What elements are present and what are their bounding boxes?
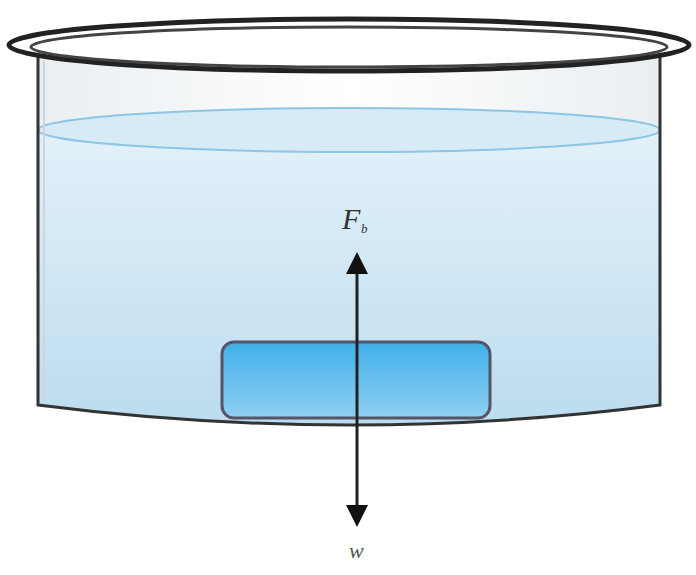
- weight-label: w: [349, 540, 364, 562]
- force-line: [356, 272, 359, 505]
- water-surface: [38, 108, 660, 152]
- glass-body: [38, 48, 660, 425]
- wall-highlight: [43, 60, 45, 400]
- beaker-wall: [38, 48, 660, 425]
- weight-arrowhead: [346, 505, 368, 527]
- beaker-rim-inner: [31, 27, 667, 67]
- beaker-rim: [9, 19, 689, 71]
- force-label: b: [361, 222, 368, 235]
- force-label: F: [342, 204, 360, 234]
- buoyant-arrowhead: [346, 252, 368, 274]
- water: [38, 130, 660, 425]
